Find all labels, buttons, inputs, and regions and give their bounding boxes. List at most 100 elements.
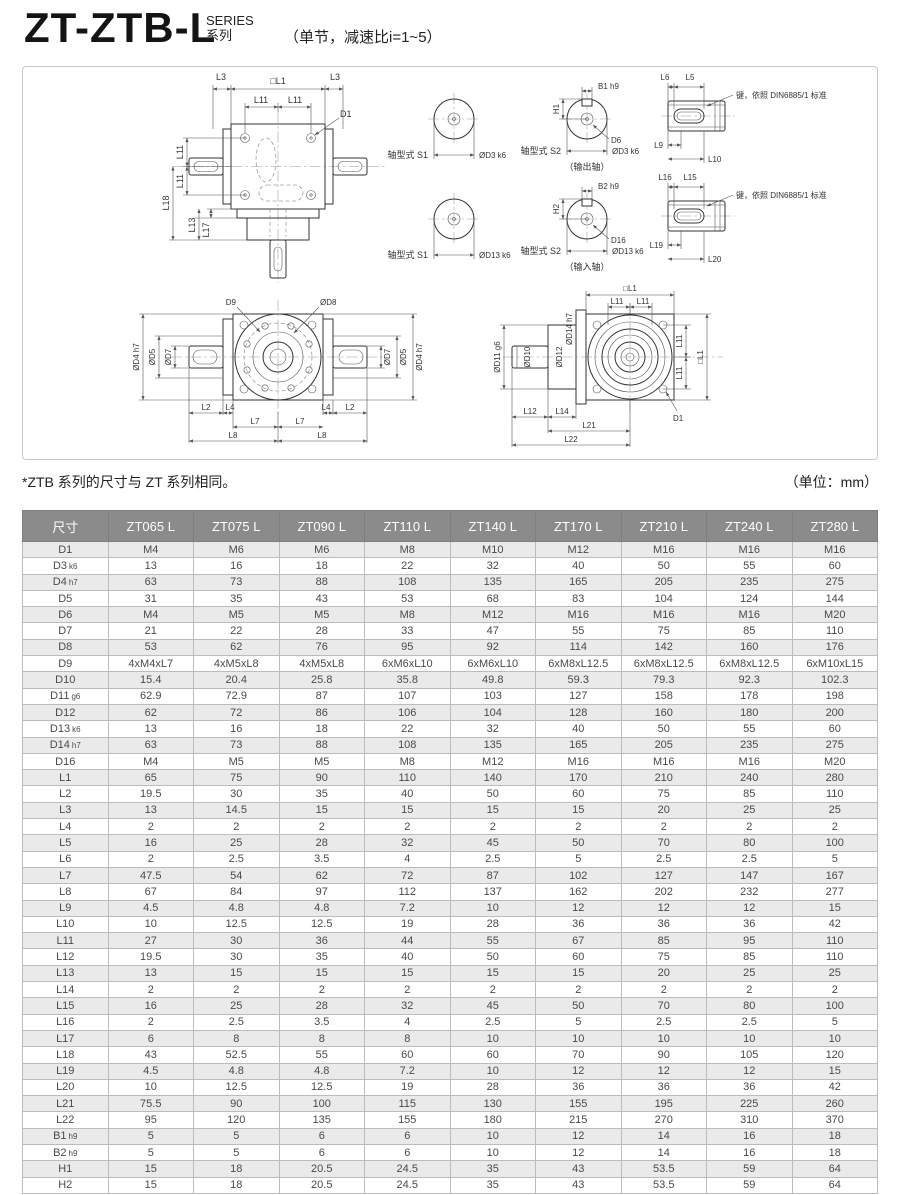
dim-label: L20 xyxy=(708,255,722,264)
value-cell: 12 xyxy=(535,899,622,917)
value-cell: 18 xyxy=(791,1127,878,1145)
shaft-type-label: 轴型式 S1 xyxy=(387,149,428,160)
dim-label: B1 h9 xyxy=(598,82,619,91)
value-cell: 35 xyxy=(449,1160,536,1178)
dim-label: □L1 xyxy=(696,350,705,364)
value-cell: 18 xyxy=(278,720,365,738)
value-cell: 275 xyxy=(791,736,878,754)
dim-label: L11 xyxy=(675,366,684,379)
value-cell: 87 xyxy=(278,687,365,705)
value-cell: 4.8 xyxy=(193,1062,280,1080)
row-label: L19 xyxy=(56,1065,75,1078)
value-cell: 35.8 xyxy=(364,671,451,689)
value-cell: 60 xyxy=(791,720,878,738)
value-cell: 62 xyxy=(278,866,365,885)
value-cell: 20 xyxy=(620,801,707,820)
row-label-cell: H1 xyxy=(22,1160,109,1178)
value-cell: 52.5 xyxy=(193,1046,280,1064)
value-cell: 10 xyxy=(449,1143,536,1162)
value-cell: 24.5 xyxy=(364,1160,451,1178)
value-cell: 102 xyxy=(535,866,622,885)
value-cell: 59 xyxy=(706,1176,793,1194)
value-cell: 13 xyxy=(107,801,194,820)
value-cell: 112 xyxy=(364,883,451,901)
value-cell: 95 xyxy=(364,638,451,657)
dim-label: L2 xyxy=(202,403,211,412)
row-label: D14 xyxy=(49,739,70,752)
key-note: 键，依照 DIN6885/1 标准 xyxy=(736,90,827,100)
value-cell: 25.8 xyxy=(278,671,365,689)
value-cell: 60 xyxy=(364,1046,451,1064)
value-cell: 160 xyxy=(706,638,793,657)
value-cell: 2 xyxy=(449,981,536,999)
row-label-cell: L18 xyxy=(22,1046,109,1064)
technical-drawing: □L1 L3 L3 L11 L11 D1 L11 L11 L18 L13 xyxy=(132,72,827,447)
value-cell: 128 xyxy=(535,703,622,722)
model-column-header: ZT170 L xyxy=(535,510,622,542)
value-cell: 68 xyxy=(449,589,536,608)
value-cell: 232 xyxy=(706,883,793,901)
value-cell: 12.5 xyxy=(278,915,365,934)
value-cell: 55 xyxy=(278,1046,365,1064)
value-cell: 42 xyxy=(791,915,878,934)
shaft-type-label: 轴型式 S1 xyxy=(387,249,428,260)
value-cell: M4 xyxy=(107,752,194,771)
value-cell: 2 xyxy=(706,981,793,999)
value-cell: M16 xyxy=(706,540,793,559)
value-cell: 2 xyxy=(107,818,194,836)
row-label: L8 xyxy=(59,885,72,898)
dim-label: L9 xyxy=(654,141,663,150)
value-cell: 10 xyxy=(620,1029,707,1048)
row-label-cell: L17 xyxy=(22,1029,109,1048)
value-cell: 36 xyxy=(535,915,622,934)
dim-label: L5 xyxy=(686,73,695,82)
value-cell: 35 xyxy=(278,948,365,966)
side-view: □L1 L11 L11 ØD14 h7 ØD12 ØD10 ØD11 g6 L1… xyxy=(493,284,723,447)
value-cell: 53.5 xyxy=(620,1176,707,1194)
dim-label: ØD5 xyxy=(148,348,157,365)
value-cell: 2 xyxy=(278,981,365,999)
row-label-cell: L12 xyxy=(22,948,109,966)
value-cell: 95 xyxy=(107,1111,194,1129)
model-column-header: ZT110 L xyxy=(364,510,451,542)
value-cell: 33 xyxy=(364,622,451,640)
value-cell: 12.5 xyxy=(193,915,280,934)
value-cell: M16 xyxy=(706,752,793,771)
row-label-cell: L3 xyxy=(22,801,109,820)
value-cell: 4.8 xyxy=(278,899,365,917)
value-cell: M16 xyxy=(706,606,793,624)
dim-label: L11 xyxy=(637,297,650,306)
value-cell: 43 xyxy=(107,1046,194,1064)
value-cell: 20.4 xyxy=(193,671,280,689)
value-cell: 73 xyxy=(193,736,280,754)
dim-label: ØD10 xyxy=(523,346,532,367)
value-cell: 205 xyxy=(620,736,707,754)
value-cell: M4 xyxy=(107,540,194,559)
value-cell: 28 xyxy=(449,915,536,934)
dim-label: L16 xyxy=(658,173,672,182)
value-cell: 65 xyxy=(107,769,194,787)
row-label: D9 xyxy=(58,657,73,670)
row-label: D1 xyxy=(58,543,73,556)
value-cell: 15 xyxy=(107,1160,194,1178)
value-cell: 32 xyxy=(449,557,536,575)
row-label-cell: L4 xyxy=(22,818,109,836)
value-cell: 180 xyxy=(706,703,793,722)
value-cell: 137 xyxy=(449,883,536,901)
row-label-cell: L1 xyxy=(22,769,109,787)
value-cell: 15 xyxy=(364,964,451,983)
value-cell: 6xM10xL15 xyxy=(791,655,878,673)
value-cell: 50 xyxy=(535,997,622,1015)
row-label: L15 xyxy=(56,999,75,1012)
row-label-cell: L15 xyxy=(22,997,109,1015)
value-cell: 64 xyxy=(791,1160,878,1178)
dim-label: L11 xyxy=(175,174,185,188)
value-cell: M12 xyxy=(535,540,622,559)
value-cell: 6 xyxy=(278,1143,365,1162)
value-cell: 19.5 xyxy=(107,785,194,803)
dim-label: L11 xyxy=(288,95,302,105)
